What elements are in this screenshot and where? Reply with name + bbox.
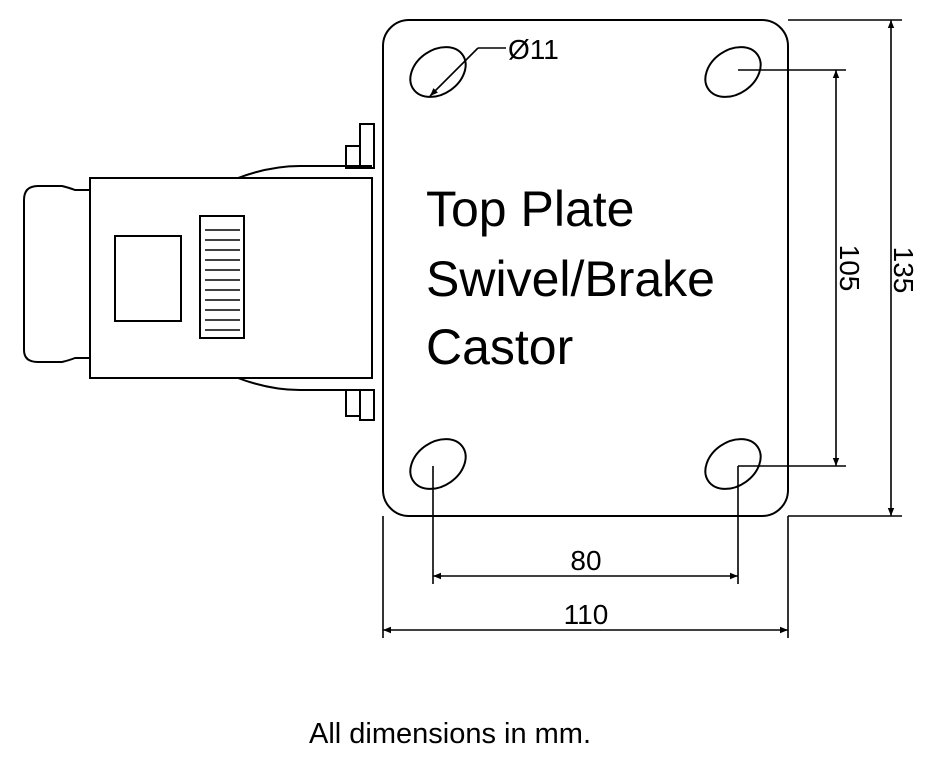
plate-title-line-3: Castor bbox=[426, 319, 573, 375]
dim-135: 135 bbox=[788, 19, 919, 517]
brake-block bbox=[114, 235, 182, 322]
hole-top-left bbox=[409, 46, 467, 98]
mounting-holes bbox=[409, 46, 762, 490]
brake-lever bbox=[199, 215, 245, 339]
dim-105: 105 bbox=[738, 69, 865, 467]
dim-135-label: 135 bbox=[888, 247, 919, 294]
plate-title-line-2: Swivel/Brake bbox=[426, 251, 715, 307]
top-plate bbox=[382, 19, 789, 517]
hole-bottom-left bbox=[409, 438, 467, 490]
dim-110-label: 110 bbox=[564, 599, 609, 630]
nut-bottom bbox=[345, 389, 361, 417]
wheel-assembly bbox=[23, 123, 375, 421]
diameter-callout: Ø11 bbox=[429, 34, 559, 97]
dim-80-label: 80 bbox=[570, 545, 601, 576]
plate-title-line-1: Top Plate bbox=[426, 181, 634, 237]
units-note: All dimensions in mm. bbox=[308, 718, 592, 750]
nut-top bbox=[345, 145, 361, 169]
brake-pad bbox=[23, 185, 90, 363]
lever-ribs bbox=[205, 229, 240, 331]
dim-80: 80 bbox=[432, 466, 739, 584]
dim-105-label: 105 bbox=[834, 245, 865, 292]
dim-110: 110 bbox=[382, 516, 789, 638]
hole-top-right bbox=[704, 46, 762, 98]
hole-bottom-right bbox=[704, 438, 762, 490]
nut-top-2 bbox=[359, 123, 375, 169]
fork-body bbox=[89, 177, 373, 379]
nut-bottom-2 bbox=[359, 389, 375, 421]
hole-diameter-label: Ø11 bbox=[508, 34, 559, 65]
